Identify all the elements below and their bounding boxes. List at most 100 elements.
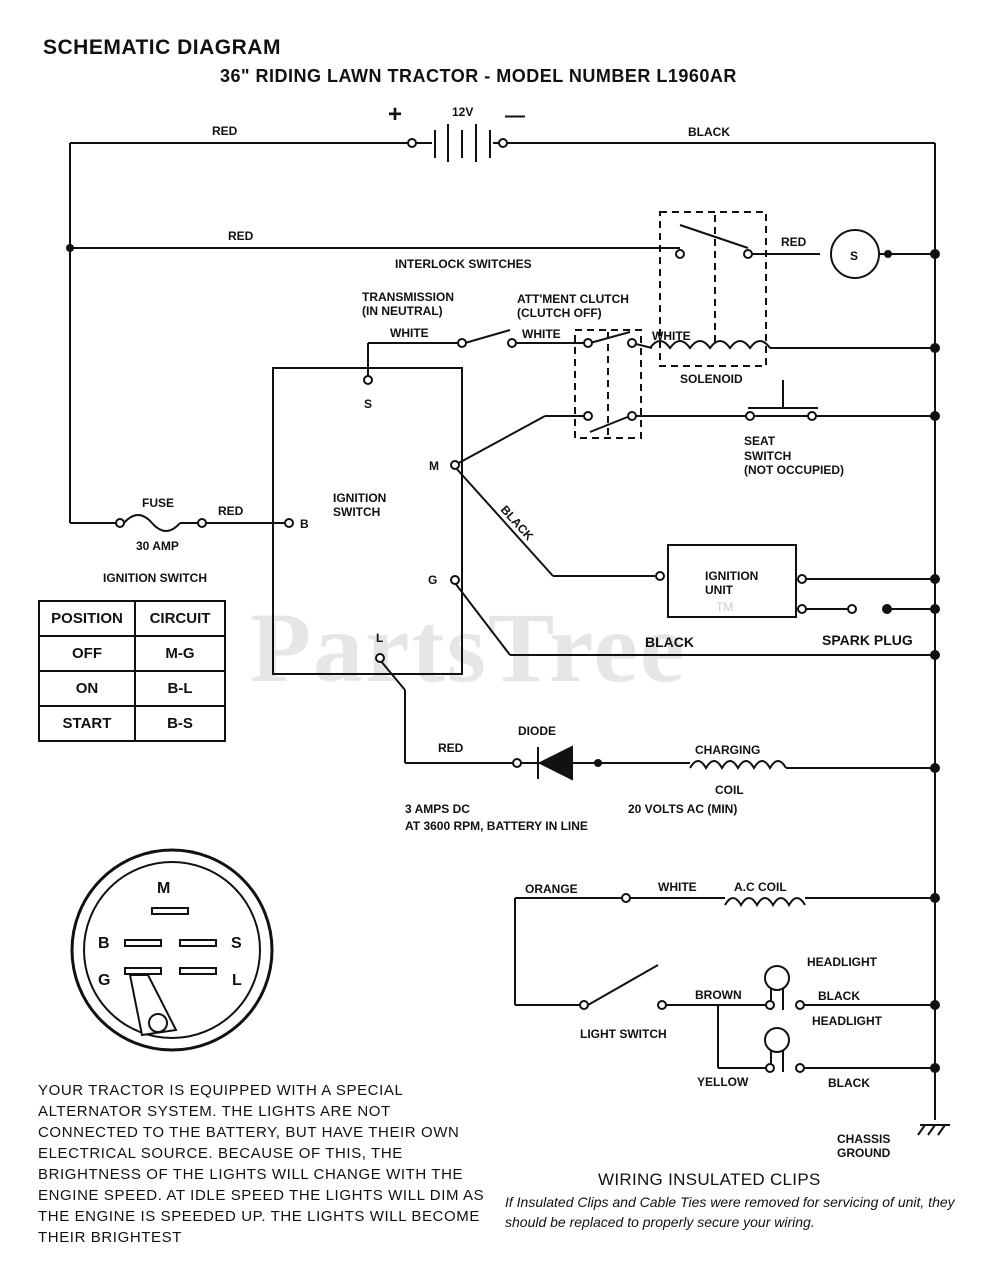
dial-b-label: B bbox=[98, 935, 110, 952]
wire-label-white: WHITE bbox=[522, 327, 561, 341]
table-row: ON B-L bbox=[38, 670, 226, 707]
terminal-node bbox=[407, 138, 417, 148]
terminal-node bbox=[930, 650, 940, 660]
wire-label-red: RED bbox=[438, 741, 464, 755]
wire-label-black: BLACK bbox=[645, 634, 694, 650]
headlight-icon bbox=[764, 965, 790, 991]
partstree-watermark: PartsTree bbox=[250, 592, 687, 703]
dial-m-label: M bbox=[157, 880, 170, 897]
headlight-icon bbox=[764, 1027, 790, 1053]
ignition-switch-table-title: IGNITION SWITCH bbox=[103, 571, 207, 585]
wire-label-orange: ORANGE bbox=[525, 882, 578, 896]
dial-key bbox=[128, 974, 178, 1037]
terminal-node bbox=[743, 249, 753, 259]
seat-switch-label: SEAT bbox=[744, 434, 776, 448]
wire-segment bbox=[124, 967, 162, 975]
terminal-node bbox=[621, 893, 631, 903]
table-cell: B-L bbox=[134, 670, 226, 707]
terminal-node bbox=[795, 1063, 805, 1073]
terminal-b-label: B bbox=[300, 517, 309, 531]
seat-switch-label-2: SWITCH bbox=[744, 449, 791, 463]
wire-segment bbox=[537, 745, 573, 781]
clips-note-body: If Insulated Clips and Cable Ties were r… bbox=[505, 1194, 955, 1230]
terminal-node bbox=[594, 759, 602, 767]
terminal-node bbox=[627, 338, 637, 348]
terminal-node bbox=[930, 1000, 940, 1010]
table-row: OFF M-G bbox=[38, 635, 226, 672]
terminal-node bbox=[795, 1000, 805, 1010]
table-header: POSITION bbox=[38, 600, 136, 637]
solenoid-label: SOLENOID bbox=[680, 372, 743, 386]
fuse-label: FUSE bbox=[142, 496, 174, 510]
trademark-mark: TM bbox=[716, 600, 734, 614]
interlock-switches-label: INTERLOCK SWITCHES bbox=[395, 257, 532, 271]
terminal-node bbox=[797, 574, 807, 584]
wire-segment bbox=[124, 939, 162, 947]
wire-label-white: WHITE bbox=[652, 329, 691, 343]
wire-segment bbox=[454, 582, 511, 656]
wire-label-white: WHITE bbox=[390, 326, 429, 340]
terminal-node bbox=[847, 604, 857, 614]
wire-segment bbox=[379, 659, 406, 691]
terminal-node bbox=[284, 518, 294, 528]
terminal-node bbox=[745, 411, 755, 421]
terminal-node bbox=[627, 411, 637, 421]
terminal-node bbox=[882, 604, 892, 614]
terminal-node bbox=[930, 343, 940, 353]
terminal-node bbox=[655, 571, 665, 581]
ac-coil-label: A.C COIL bbox=[734, 880, 787, 894]
charging-coil bbox=[689, 760, 787, 771]
wire-label-red: RED bbox=[212, 124, 238, 138]
table-cell: ON bbox=[38, 670, 136, 707]
table-cell: OFF bbox=[38, 635, 136, 672]
terminal-m-label: M bbox=[429, 459, 439, 473]
table-cell: START bbox=[38, 705, 136, 742]
terminal-node bbox=[197, 518, 207, 528]
terminal-node bbox=[675, 249, 685, 259]
wire-label-brown: BROWN bbox=[695, 988, 742, 1002]
seat-switch-sub-label: (NOT OCCUPIED) bbox=[744, 463, 844, 477]
charging-label: CHARGING bbox=[695, 743, 760, 757]
dial-g-label: G bbox=[98, 972, 110, 989]
terminal-node bbox=[930, 249, 940, 259]
wire-label-black: BLACK bbox=[688, 125, 730, 139]
table-header: CIRCUIT bbox=[134, 600, 226, 637]
terminal-node bbox=[930, 1063, 940, 1073]
wire-label-red: RED bbox=[228, 229, 254, 243]
interlock-switch-box bbox=[659, 211, 767, 367]
ignition-dial bbox=[70, 848, 274, 1052]
clutch-sub-label: (CLUTCH OFF) bbox=[517, 306, 602, 320]
headlight-label: HEADLIGHT bbox=[807, 955, 878, 969]
wire-segment bbox=[454, 466, 554, 577]
ignition-unit-label-2: UNIT bbox=[705, 583, 734, 597]
terminal-node bbox=[148, 1013, 168, 1033]
wire-segment bbox=[464, 329, 511, 344]
dial-s-label: S bbox=[231, 935, 242, 952]
table-row: START B-S bbox=[38, 705, 226, 742]
terminal-node bbox=[930, 604, 940, 614]
ignition-switch-box bbox=[272, 367, 463, 675]
ac-coil bbox=[724, 897, 806, 908]
wire-segment bbox=[937, 1124, 946, 1136]
terminal-node bbox=[579, 1000, 589, 1010]
page-title: SCHEMATIC DIAGRAM bbox=[43, 36, 281, 59]
volts-ac-label: 20 VOLTS AC (MIN) bbox=[628, 802, 737, 816]
battery-minus-label: — bbox=[505, 105, 525, 127]
terminal-node bbox=[498, 138, 508, 148]
terminal-node bbox=[583, 338, 593, 348]
dial-l-label: L bbox=[232, 972, 242, 989]
table-header-row: POSITION CIRCUIT bbox=[38, 600, 226, 637]
ignition-switch-label: IGNITION bbox=[333, 491, 386, 505]
wire-segment bbox=[179, 939, 217, 947]
wire-segment bbox=[454, 415, 546, 466]
clips-note-title: WIRING INSULATED CLIPS bbox=[598, 1170, 821, 1189]
coil-label: COIL bbox=[715, 783, 744, 797]
terminal-l-label: L bbox=[376, 631, 383, 645]
position-circuit-table: POSITION CIRCUIT OFF M-G ON B-L START B-… bbox=[38, 600, 226, 742]
terminal-node bbox=[797, 604, 807, 614]
wire-label-yellow: YELLOW bbox=[697, 1075, 749, 1089]
terminal-node bbox=[884, 250, 892, 258]
wire-label-red: RED bbox=[781, 235, 807, 249]
wire-label-white: WHITE bbox=[658, 880, 697, 894]
ignition-switch-label-2: SWITCH bbox=[333, 505, 380, 519]
